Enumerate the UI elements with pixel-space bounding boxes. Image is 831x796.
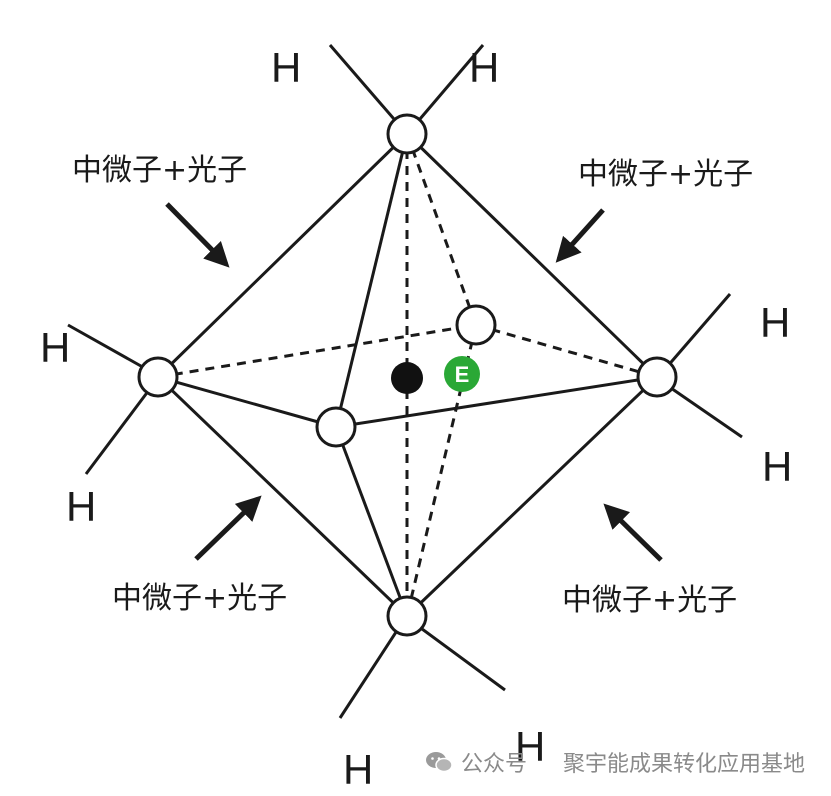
electron-label: E	[455, 362, 470, 387]
particle-label: 中微子+光子	[72, 153, 247, 188]
edge-top-left	[156, 132, 409, 379]
particle-labels: 中微子+光子 中微子+光子 中微子+光子 中微子+光子	[72, 153, 753, 618]
atom-bottom	[386, 595, 428, 637]
h-label: H	[760, 299, 790, 346]
edge-top-front	[334, 133, 409, 428]
solid-edges	[156, 132, 659, 618]
arrow-bottom-left	[194, 495, 262, 561]
arrow-bottom-right	[603, 503, 663, 562]
arrows	[165, 202, 663, 562]
atom-front	[315, 406, 357, 448]
edge-top-right	[405, 132, 659, 379]
bond-top-2	[412, 44, 485, 127]
hydrogen-labels: H H H H H H H H	[40, 44, 792, 793]
account-type: 公众号	[460, 752, 527, 777]
electron-badge	[444, 356, 480, 392]
bond-bottom-2	[417, 624, 506, 692]
particle-label: 中微子+光子	[112, 581, 287, 616]
vertex-atoms	[137, 113, 678, 637]
edge-front-right	[335, 375, 658, 429]
watermark: 公众号 聚宇能成果转化应用基地	[425, 746, 805, 778]
h-label: H	[40, 324, 70, 371]
particle-label: 中微子+光子	[578, 157, 753, 192]
atom-right	[636, 356, 678, 398]
h-label: H	[66, 483, 96, 530]
arrow-top-left	[165, 202, 230, 268]
bond-left-2	[84, 385, 154, 475]
h-label: H	[271, 44, 301, 91]
hydrogen-bonds	[67, 44, 743, 719]
particle-label: 中微子+光子	[562, 583, 737, 618]
edge-front-bottom	[334, 426, 409, 617]
wechat-icon	[425, 752, 453, 773]
edge-right-bottom	[405, 375, 659, 618]
edge-left-bottom	[156, 375, 409, 618]
atom-back	[455, 304, 497, 346]
bond-right-1	[664, 293, 732, 369]
h-label: H	[762, 443, 792, 490]
edge-top-back	[405, 133, 478, 326]
h-label: H	[343, 746, 373, 793]
edge-left-front	[157, 375, 337, 429]
bond-right-2	[667, 384, 743, 439]
h-label: H	[469, 44, 499, 91]
bond-bottom-1	[338, 625, 402, 719]
atom-left	[137, 356, 179, 398]
bond-top-1	[328, 44, 402, 127]
bond-left-1	[67, 323, 149, 372]
atom-top	[386, 113, 428, 155]
arrow-top-right	[555, 208, 605, 263]
account-name: 聚宇能成果转化应用基地	[562, 752, 805, 777]
center-atom	[391, 362, 423, 394]
edge-left-back	[157, 323, 477, 379]
h-label: H	[515, 723, 545, 770]
